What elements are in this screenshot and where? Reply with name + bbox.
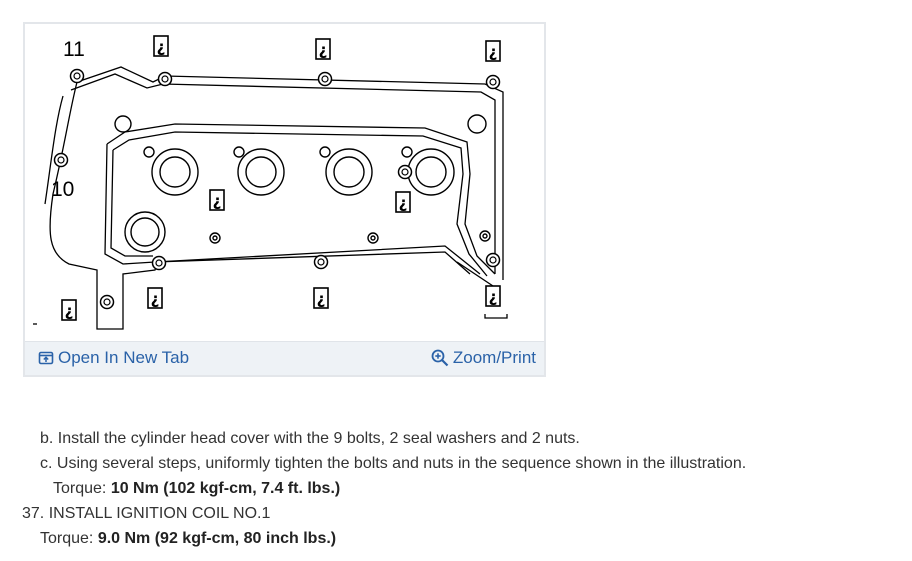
sequence-label-10: 10 bbox=[51, 178, 74, 201]
figure-footer: Open In New Tab Zoom/Print bbox=[25, 341, 544, 375]
step-b: b. Install the cylinder head cover with … bbox=[40, 430, 580, 447]
cover-outline bbox=[33, 66, 508, 330]
open-in-new-tab-label: Open In New Tab bbox=[58, 348, 190, 367]
zoom-in-icon bbox=[431, 349, 449, 367]
zoom-print-label: Zoom/Print bbox=[452, 348, 536, 367]
instruction-text: b. Install the cylinder head cover with … bbox=[22, 426, 902, 551]
torque-spec-1: Torque: 10 Nm (102 kgf-cm, 7.4 ft. lbs.) bbox=[22, 476, 902, 501]
torque-label: Torque: bbox=[53, 480, 111, 497]
torque-value: 9.0 Nm (92 kgf-cm, 80 inch lbs.) bbox=[97, 530, 337, 547]
illustration-figure: ¿ bbox=[23, 22, 546, 377]
cylinder-head-cover-diagram: ¿ bbox=[33, 35, 508, 330]
open-in-new-tab-link[interactable]: Open In New Tab bbox=[38, 348, 189, 368]
zoom-print-link[interactable]: Zoom/Print bbox=[431, 348, 536, 368]
torque-value: 10 Nm (102 kgf-cm, 7.4 ft. lbs.) bbox=[110, 480, 341, 497]
torque-label: Torque: bbox=[40, 530, 98, 547]
torque-spec-2: Torque: 9.0 Nm (92 kgf-cm, 80 inch lbs.) bbox=[22, 526, 902, 551]
section-heading-37: 37. INSTALL IGNITION COIL NO.1 bbox=[22, 505, 271, 522]
sequence-label-11: 11 bbox=[63, 38, 85, 61]
step-c: c. Using several steps, uniformly tighte… bbox=[40, 455, 747, 472]
open-in-new-tab-icon bbox=[38, 350, 54, 366]
plug-holes bbox=[114, 114, 491, 253]
